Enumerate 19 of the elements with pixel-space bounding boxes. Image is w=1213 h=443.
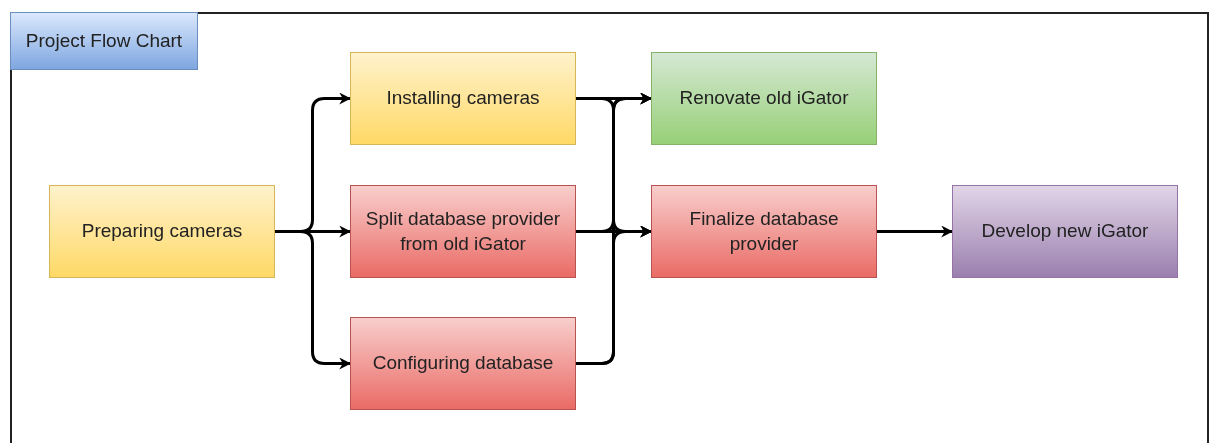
process-box xyxy=(952,185,1178,278)
box-label: Split database provider from old iGator xyxy=(364,206,562,256)
process-box xyxy=(651,52,877,145)
frame-container xyxy=(10,12,1209,443)
process-box xyxy=(350,52,576,145)
box-label: Preparing cameras xyxy=(81,219,243,244)
box-label: Finalize database provider xyxy=(688,206,840,256)
process-box xyxy=(350,317,576,410)
title-tab: Project Flow Chart xyxy=(10,12,198,70)
process-box xyxy=(350,185,576,278)
arrow xyxy=(576,225,653,365)
box-label: Develop new iGator xyxy=(981,219,1149,244)
box-label: Installing cameras xyxy=(386,86,540,111)
process-box xyxy=(651,185,877,278)
arrow xyxy=(877,225,954,238)
arrow xyxy=(275,230,352,370)
box-label: Configuring database xyxy=(372,351,554,376)
process-box xyxy=(49,185,275,278)
box-label: Renovate old iGator xyxy=(679,86,849,111)
